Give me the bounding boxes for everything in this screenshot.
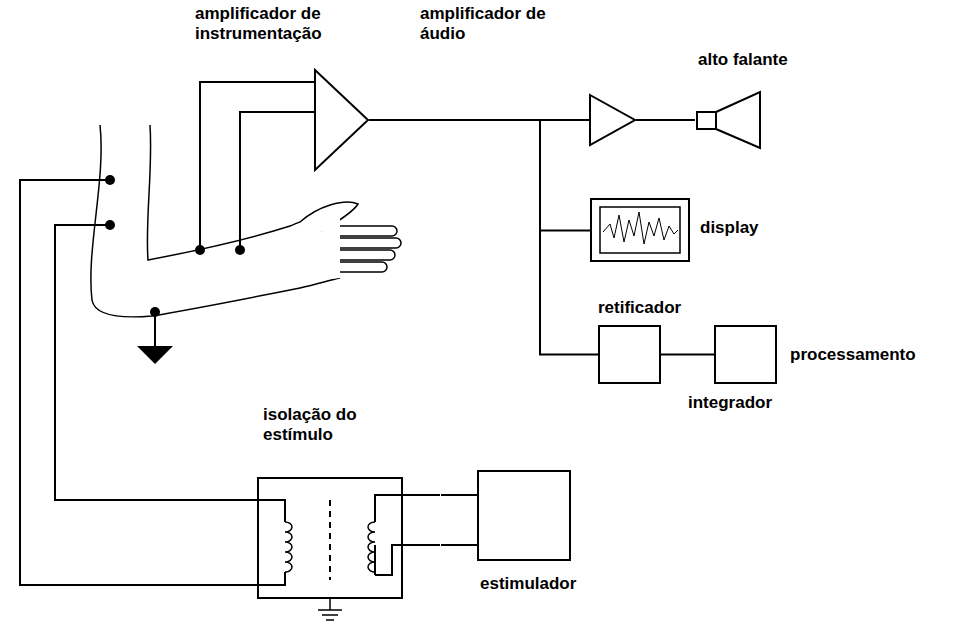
palm <box>322 210 340 280</box>
finger <box>333 262 387 272</box>
arm-outline <box>147 125 340 260</box>
electrode-wire <box>200 82 315 250</box>
finger <box>333 250 395 260</box>
electrode <box>105 175 115 185</box>
rectifier-box: retificador <box>596 298 696 385</box>
block-label: isolação do estímulo <box>263 405 388 444</box>
signal-wire <box>441 544 477 546</box>
stimulator-box-outline <box>477 470 571 561</box>
instrumentation-amplifier-outline <box>315 70 369 170</box>
audio-amplifier-outline <box>590 95 636 145</box>
signal-wire <box>441 494 477 496</box>
loudspeaker-outline <box>695 90 763 150</box>
block-label: amplificador de áudio <box>420 4 550 43</box>
integrator-box-outline <box>714 325 777 384</box>
instrumentation-amplifier: amplificador de instrumentação <box>195 4 370 172</box>
electrode <box>150 307 160 317</box>
display-box: display <box>590 198 780 264</box>
electrode-wire <box>240 112 315 250</box>
block-label: display <box>700 218 759 238</box>
electrode <box>195 245 205 255</box>
signal-wire <box>661 354 714 356</box>
signal-wire <box>369 120 598 355</box>
stimulus-isolation-transformer: isolação do estímulo <box>215 405 441 605</box>
block-label: amplificador de instrumentação <box>195 4 360 43</box>
stimulus-wire <box>55 225 215 500</box>
stage-label: processamento <box>790 345 916 365</box>
block-label: integrador <box>688 393 772 413</box>
integrator-box: integrador <box>688 325 788 417</box>
stimulator-box: estimulador <box>476 470 606 598</box>
block-label: estimulador <box>480 574 576 594</box>
rectifier-box-outline <box>598 325 661 384</box>
audio-amplifier: amplificador de áudio <box>420 4 640 147</box>
block-label: alto falante <box>698 50 788 70</box>
signal-wire <box>369 120 590 231</box>
stimulus-isolation-transformer-outline <box>215 470 441 605</box>
finger <box>333 238 401 248</box>
loudspeaker: alto falante <box>690 50 810 151</box>
ground-symbol <box>137 346 173 364</box>
electrode <box>235 245 245 255</box>
signal-wire <box>636 119 695 121</box>
ground-wire <box>154 312 156 346</box>
stimulus-wire <box>20 180 215 585</box>
finger <box>333 226 397 236</box>
block-label: retificador <box>598 298 681 318</box>
display-box-outline <box>590 198 691 263</box>
electrode <box>105 220 115 230</box>
